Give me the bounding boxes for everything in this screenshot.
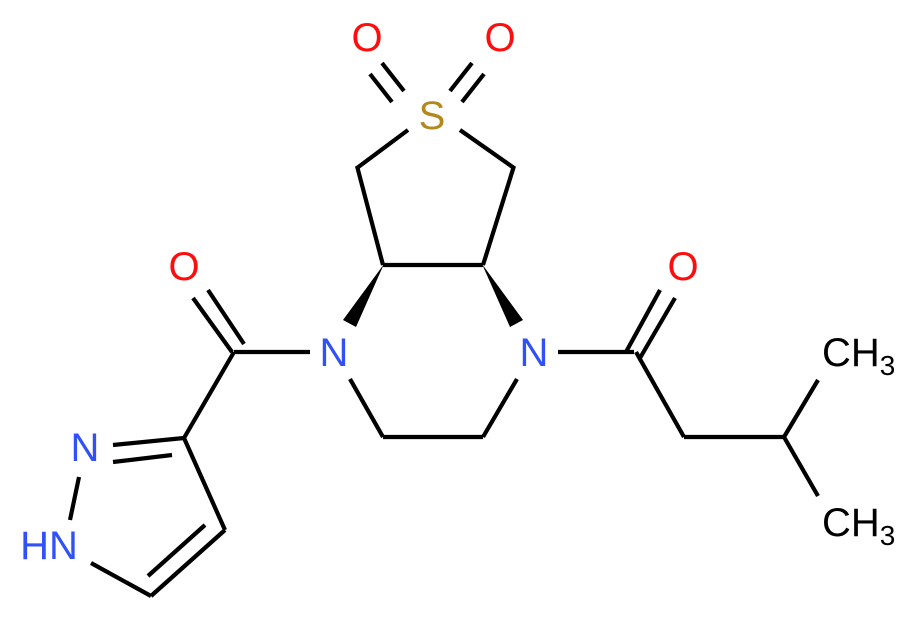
- atom-nitrogen-pyrazole-n2: N: [71, 426, 100, 470]
- bond-carbonyl-ch2: [634, 350, 686, 439]
- atom-oxygen-carbonyl-right: O: [667, 245, 698, 289]
- atom-nitrogen-left: N: [320, 331, 349, 375]
- bond-n-left-ch2: [348, 377, 385, 439]
- methyl-top-label: CH: [822, 331, 880, 375]
- bond-n-right-ch2: [481, 377, 519, 439]
- atom-oxygen-carbonyl-left: O: [168, 245, 199, 289]
- bond-ch2-c4a: [354, 165, 386, 266]
- bond-s-ch2-right: [458, 128, 516, 170]
- atom-sulfur: S: [419, 94, 446, 138]
- wedge-bond-right: [482, 264, 523, 327]
- methyl-group-bottom: CH3: [822, 501, 895, 551]
- svg-text:CH3: CH3: [822, 501, 895, 551]
- methyl-group-top: CH3: [822, 331, 895, 381]
- svg-text:CH3: CH3: [822, 331, 895, 381]
- pyrazole-ring-bonds: [67, 435, 227, 598]
- atom-oxygen-sulfonyl-right: O: [484, 16, 515, 60]
- carbonyl-double-bond-right: [624, 288, 677, 360]
- carbonyl-double-bond-left: [191, 288, 246, 354]
- sulfonyl-double-bond-right: [448, 61, 486, 104]
- sulfonyl-double-bond-left: [368, 61, 406, 104]
- wedge-bond-left: [343, 264, 384, 327]
- bond-ch-ch3-top: [782, 378, 820, 439]
- bond-s-ch2-left: [355, 128, 410, 170]
- atom-oxygen-sulfonyl-left: O: [351, 16, 382, 60]
- bond-ch-ch3-bottom: [782, 435, 820, 498]
- methyl-top-subscript: 3: [880, 350, 896, 381]
- atom-nitrogen-right: N: [520, 331, 549, 375]
- bond-carbonyl-pyrazole: [182, 350, 236, 440]
- methyl-bottom-subscript: 3: [880, 520, 896, 551]
- methyl-bottom-label: CH: [822, 501, 880, 545]
- bond-ch2-c7a: [480, 165, 517, 266]
- atom-nitrogen-pyrazole-n1h: HN: [20, 524, 78, 568]
